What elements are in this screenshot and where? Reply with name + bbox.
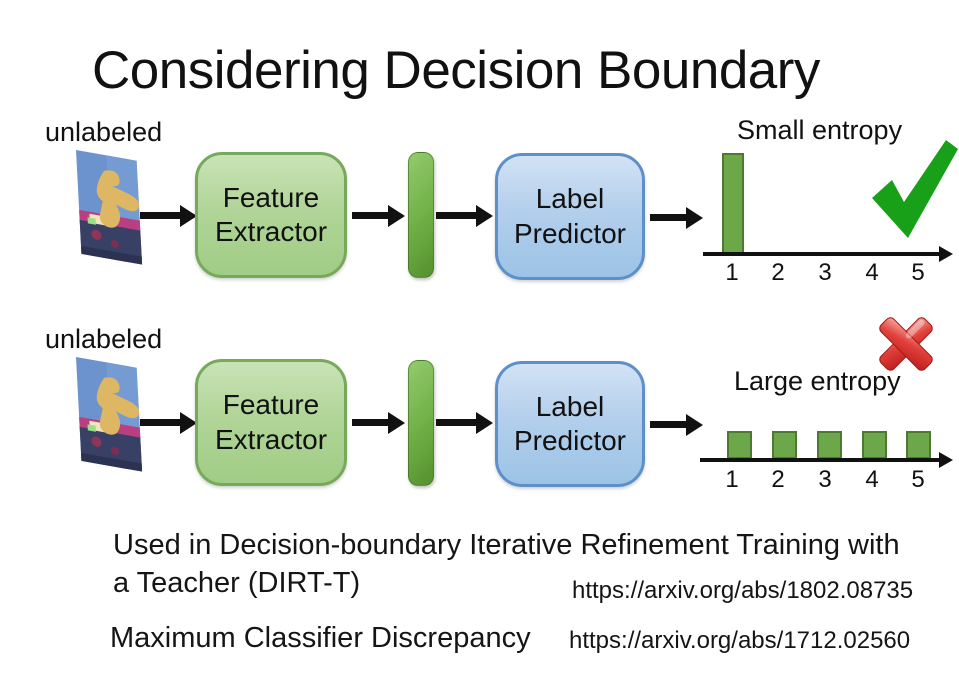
chart-axis	[700, 458, 939, 462]
checkmark-icon	[872, 140, 958, 238]
unlabeled-label: unlabeled	[45, 324, 163, 354]
feature-extractor-box: Feature Extractor	[195, 359, 347, 486]
arrow-extractor-to-feature	[352, 212, 388, 219]
arrow-extractor-to-feature	[352, 419, 388, 426]
tick-label: 4	[865, 466, 879, 493]
mcd-reference: Maximum Classifier Discrepancy	[110, 622, 531, 654]
tick-label: 1	[725, 466, 739, 493]
x-mark-icon	[879, 317, 933, 371]
feature-extractor-box: Feature Extractor	[195, 152, 347, 278]
dirtt-reference-line2: a Teacher (DIRT-T)	[113, 567, 361, 599]
tick-label: 1	[725, 259, 739, 286]
tick-label: 5	[911, 259, 925, 286]
arrow-predictor-to-chart	[650, 421, 686, 428]
feature-extractor-label: Feature Extractor	[214, 389, 328, 455]
arrow-predictor-to-chart	[650, 214, 686, 221]
feature-vector-bar	[408, 152, 434, 278]
arrow-feature-to-predictor	[436, 212, 476, 219]
chart-bar-class1	[722, 153, 744, 254]
label-predictor-label: Label Predictor	[513, 390, 627, 456]
page-title: Considering Decision Boundary	[92, 41, 820, 100]
entropy-label: Small entropy	[737, 115, 903, 145]
chart-bar-class2	[772, 431, 797, 459]
chart-bar-class1	[727, 431, 752, 459]
label-predictor-box: Label Predictor	[495, 361, 645, 487]
arrow-feature-to-predictor	[436, 419, 476, 426]
label-predictor-label: Label Predictor	[513, 183, 627, 249]
arrow-image-to-extractor	[140, 419, 180, 426]
dirtt-reference-line1: Used in Decision-boundary Iterative Refi…	[113, 529, 900, 561]
chart-bar-class3	[817, 431, 842, 459]
tick-label: 5	[911, 466, 925, 493]
label-predictor-box: Label Predictor	[495, 153, 645, 280]
entropy-label: Large entropy	[734, 366, 901, 396]
tick-label: 4	[865, 259, 879, 286]
feature-vector-bar	[408, 360, 434, 486]
tick-label: 3	[818, 259, 832, 286]
tick-label: 2	[771, 259, 785, 286]
arrow-image-to-extractor	[140, 212, 180, 219]
mcd-arxiv-url: https://arxiv.org/abs/1712.02560	[569, 627, 911, 654]
unlabeled-image	[76, 357, 143, 472]
feature-extractor-label: Feature Extractor	[214, 181, 328, 247]
unlabeled-image	[76, 150, 143, 265]
dirtt-arxiv-url: https://arxiv.org/abs/1802.08735	[572, 577, 914, 604]
tick-label: 3	[818, 466, 832, 493]
tick-label: 2	[771, 466, 785, 493]
chart-axis	[703, 252, 939, 256]
chart-bar-class4	[862, 431, 887, 459]
chart-bar-class5	[906, 431, 931, 459]
unlabeled-label: unlabeled	[45, 117, 163, 147]
